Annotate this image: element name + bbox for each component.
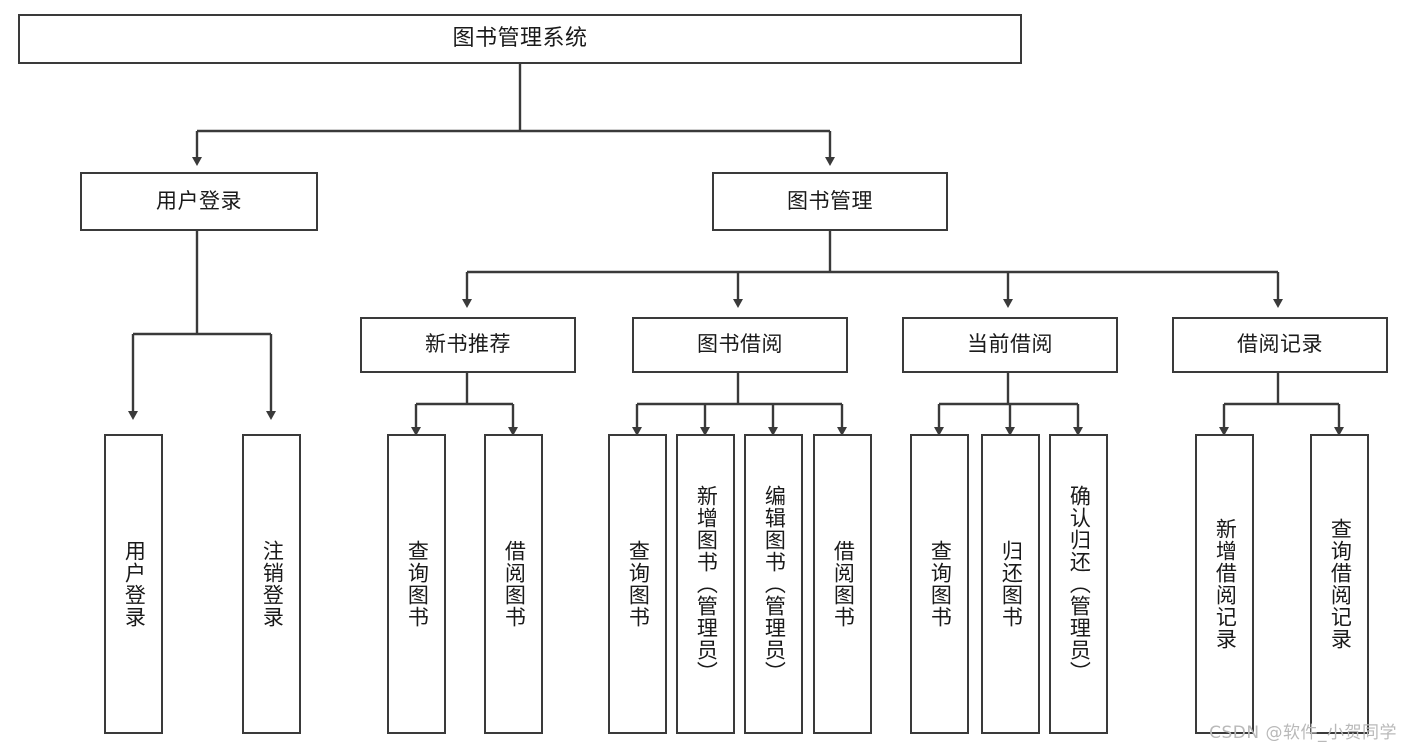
leaf-return-book[interactable]: 归还图书 [981,434,1040,734]
leaf-label: 查询图书 [928,540,953,628]
leaf-label: 借阅图书 [831,540,856,628]
leaf-label: 借阅图书 [502,540,527,628]
leaf-label: 新增借阅记录 [1213,518,1238,650]
csdn-watermark: CSDN @软件_小贺同学 [1209,723,1397,743]
leaf-query-borrow-record[interactable]: 查询借阅记录 [1310,434,1369,734]
leaf-label: 归还图书 [999,540,1024,628]
leaf-label: 查询图书 [405,540,430,628]
leaf-label: 新增图书（管理员） [694,485,719,683]
leaf-query-book-borrow[interactable]: 查询图书 [608,434,667,734]
node-current-borrow[interactable]: 当前借阅 [902,317,1118,373]
leaf-add-book[interactable]: 新增图书（管理员） [676,434,735,734]
leaf-confirm-return[interactable]: 确认归还（管理员） [1049,434,1108,734]
leaf-edit-book[interactable]: 编辑图书（管理员） [744,434,803,734]
leaf-label: 确认归还（管理员） [1067,485,1092,683]
leaf-label: 编辑图书（管理员） [762,485,787,683]
node-borrow-record[interactable]: 借阅记录 [1172,317,1388,373]
node-book-borrow[interactable]: 图书借阅 [632,317,848,373]
leaf-query-book-current[interactable]: 查询图书 [910,434,969,734]
leaf-user-logout[interactable]: 注销登录 [242,434,301,734]
node-user-login[interactable]: 用户登录 [80,172,318,231]
leaf-user-login[interactable]: 用户登录 [104,434,163,734]
node-root[interactable]: 图书管理系统 [18,14,1022,64]
node-book-manage[interactable]: 图书管理 [712,172,948,231]
leaf-add-borrow-record[interactable]: 新增借阅记录 [1195,434,1254,734]
leaf-borrow-book-recommend[interactable]: 借阅图书 [484,434,543,734]
node-new-book-recommend[interactable]: 新书推荐 [360,317,576,373]
leaf-query-book-recommend[interactable]: 查询图书 [387,434,446,734]
leaf-label: 用户登录 [122,540,147,628]
leaf-label: 查询借阅记录 [1328,518,1353,650]
leaf-label: 查询图书 [626,540,651,628]
leaf-label: 注销登录 [260,540,285,628]
leaf-borrow-book[interactable]: 借阅图书 [813,434,872,734]
